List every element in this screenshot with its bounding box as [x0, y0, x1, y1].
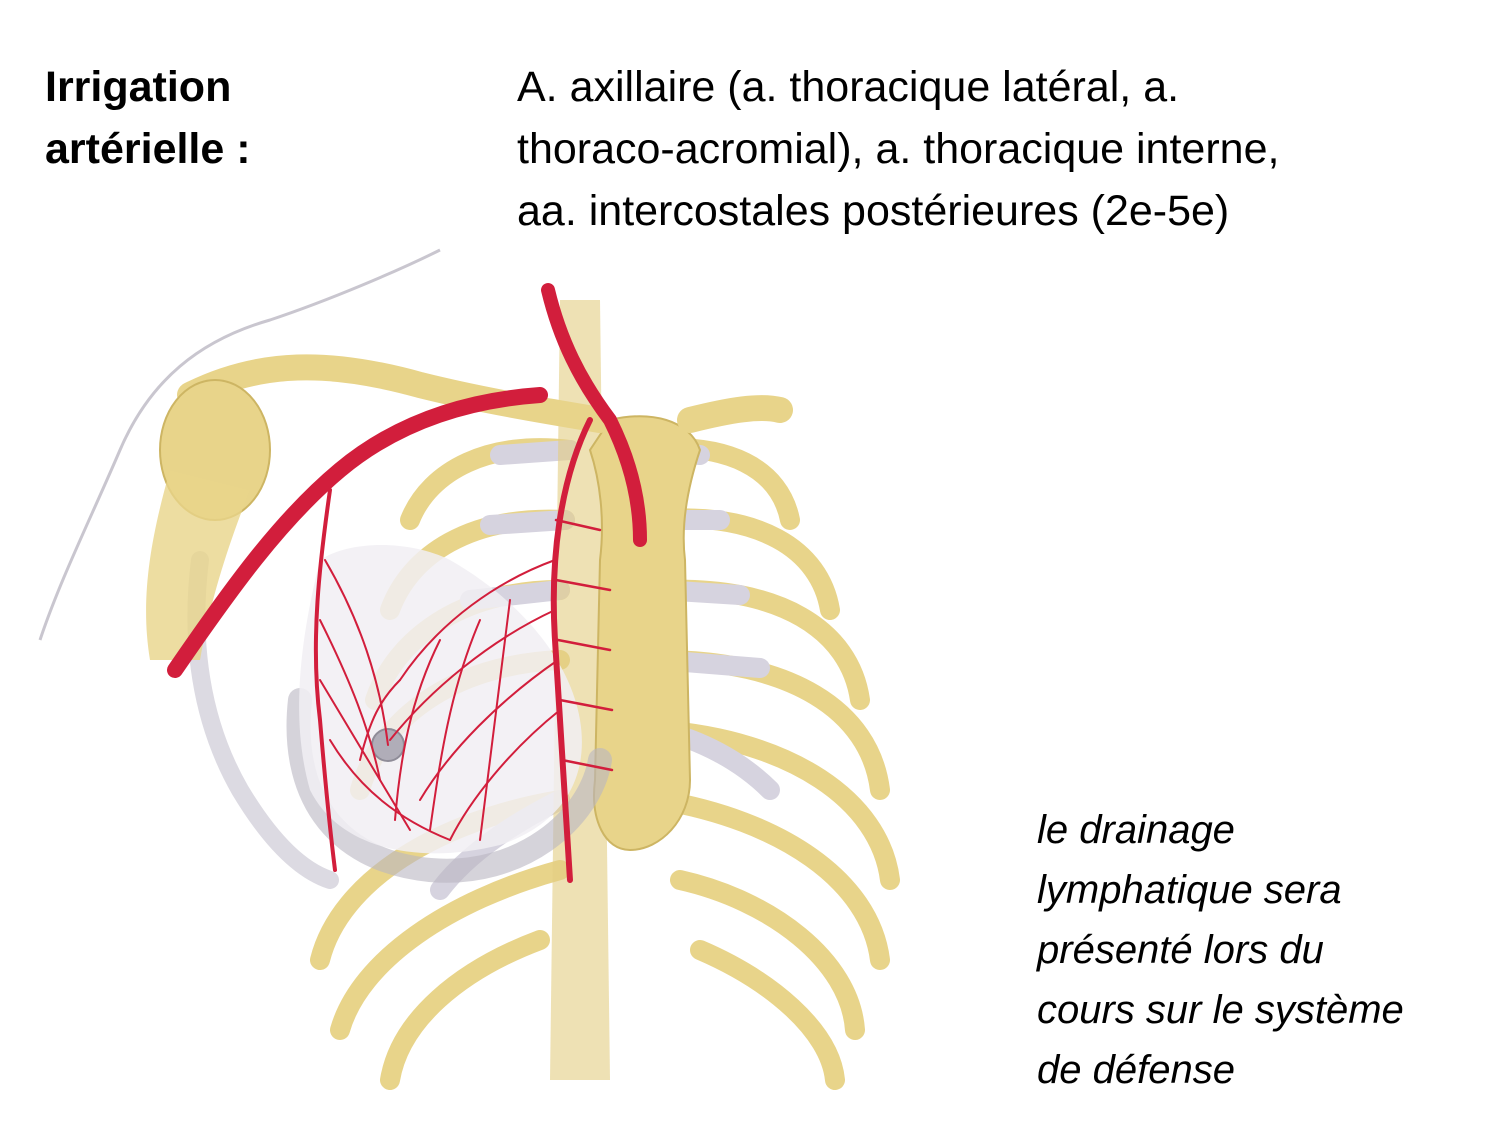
- lymphatic-drainage-note: le drainage lymphatique sera présenté lo…: [1037, 800, 1477, 1100]
- lateral-thoracic-artery: [313, 488, 337, 872]
- sternum: [588, 415, 702, 852]
- note-line-2: lymphatique sera: [1037, 868, 1342, 912]
- thorax-illustration: [38, 248, 900, 1090]
- breast: [299, 545, 582, 854]
- axillary-artery: [167, 387, 548, 678]
- heading-line-1: Irrigation: [45, 63, 232, 111]
- breast-shadow: [286, 688, 612, 883]
- note-line-4: cours sur le système: [1037, 988, 1404, 1032]
- subclavian-artery: [541, 283, 647, 547]
- section-heading: Irrigation artérielle :: [45, 56, 251, 180]
- heading-line-2: artérielle :: [45, 125, 251, 173]
- note-line-3: présenté lors du: [1037, 928, 1324, 972]
- description-line-3: aa. intercostales postérieures (2e-5e): [517, 187, 1230, 235]
- internal-thoracic-branches: [554, 518, 614, 772]
- humerus: [146, 470, 250, 660]
- note-line-5: de défense: [1037, 1048, 1235, 1092]
- arterial-supply-description: A. axillaire (a. thoracique latéral, a. …: [517, 56, 1477, 242]
- description-line-2: thoraco-acromial), a. thoracique interne…: [517, 125, 1280, 173]
- clavicle-left: [177, 354, 613, 433]
- body-outline: [38, 248, 441, 641]
- description-line-1: A. axillaire (a. thoracique latéral, a.: [517, 63, 1180, 111]
- note-line-1: le drainage: [1037, 808, 1235, 852]
- breast-arterial-network: [319, 559, 561, 841]
- arteries: [167, 283, 647, 883]
- clavicle-right: [677, 395, 793, 433]
- internal-thoracic-artery: [550, 417, 593, 883]
